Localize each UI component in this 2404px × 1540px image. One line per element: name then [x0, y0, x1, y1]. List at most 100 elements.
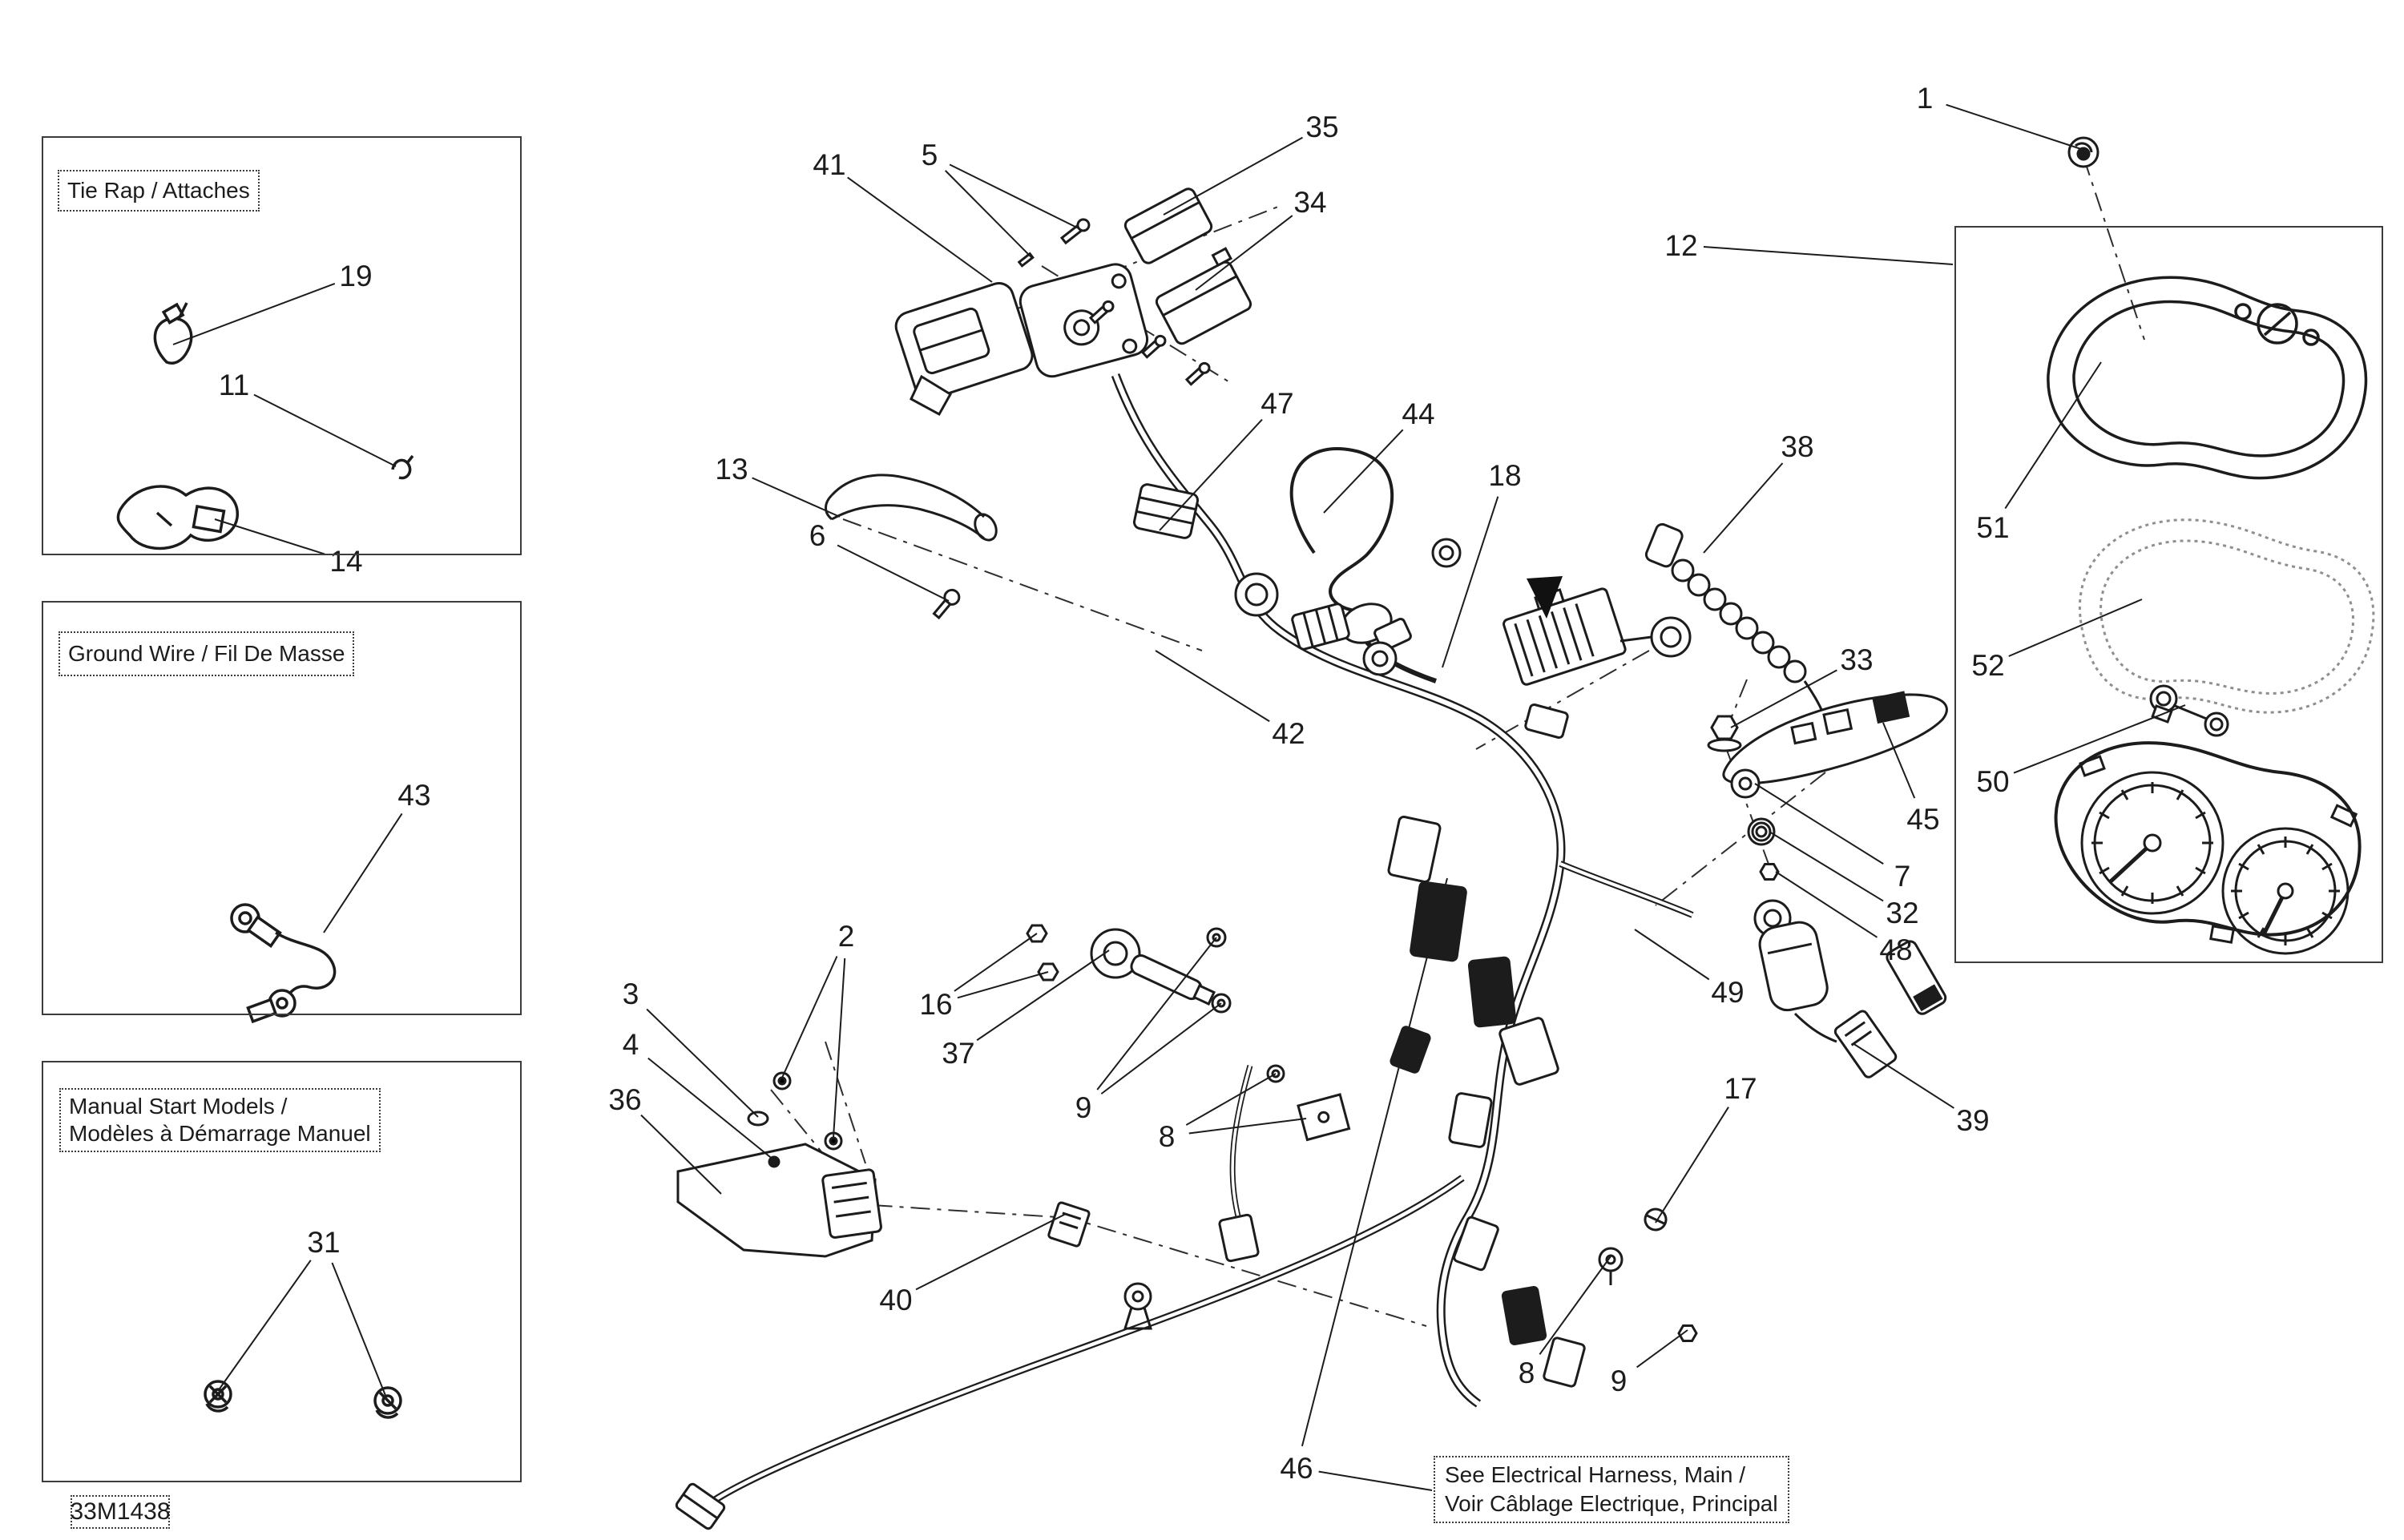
leader-line-13 [752, 477, 841, 518]
tie-rap-parts [116, 302, 414, 550]
leader-line-51 [2004, 361, 2102, 510]
leader-line-33 [1730, 669, 1837, 728]
sensor-37 [1026, 924, 1216, 1006]
leader-line-49 [1634, 929, 1710, 981]
module-36 [676, 1071, 882, 1258]
inset-box-cluster [1954, 226, 2383, 963]
switch-housing [894, 218, 1211, 620]
leader-line-5 [945, 170, 1032, 258]
callout-33: 33 [1840, 643, 1873, 676]
callout-45: 45 [1906, 803, 1939, 836]
inset-box-ground-wire [42, 601, 522, 1015]
callout-49: 49 [1711, 976, 1744, 1009]
manual-start-parts [204, 1380, 402, 1419]
leader-line-31 [217, 1260, 312, 1392]
callout-8: 8 [1519, 1357, 1535, 1389]
leader-line-4 [647, 1057, 775, 1161]
leader-line-46 [1318, 1470, 1433, 1491]
callout-38: 38 [1781, 430, 1813, 463]
callout-52: 52 [1971, 649, 2004, 682]
callout-14: 14 [329, 545, 362, 578]
leader-line-48 [1775, 871, 1878, 938]
callout-43: 43 [397, 779, 430, 812]
callout-9: 9 [1075, 1091, 1092, 1124]
leader-line-41 [847, 176, 993, 283]
tether-coil [1644, 522, 1828, 759]
leader-line-37 [976, 949, 1110, 1042]
cluster-bezel [2047, 276, 2368, 480]
leader-line-2 [781, 956, 838, 1078]
leader-line-16 [957, 971, 1049, 999]
callout-47: 47 [1260, 387, 1293, 420]
callout-6: 6 [809, 519, 826, 552]
leader-line-14 [214, 518, 325, 555]
leader-line-12 [1703, 245, 1954, 265]
leader-line-19 [172, 282, 336, 345]
inset-box-tie-rap [42, 136, 522, 555]
grip-sleeve [825, 474, 998, 542]
callout-12: 12 [1664, 229, 1697, 262]
callout-37: 37 [942, 1037, 974, 1070]
inset-title-tie-rap: Tie Rap / Attaches [58, 170, 260, 212]
leader-line-31 [331, 1262, 387, 1398]
leader-line-43 [323, 812, 403, 933]
leader-line-52 [2008, 599, 2143, 657]
speedometer-ticks [2091, 782, 2213, 904]
leader-line-35 [1163, 136, 1304, 216]
leader-line-40 [915, 1213, 1067, 1291]
leader-line-18 [1442, 496, 1499, 668]
harness-connectors-lower [675, 816, 1586, 1530]
leader-line-32 [1769, 831, 1884, 902]
callout-17: 17 [1724, 1072, 1757, 1105]
callout-7: 7 [1894, 860, 1911, 893]
leader-line-6 [837, 544, 950, 602]
cluster-bulb-sockets [2149, 684, 2229, 737]
small-fasteners-bottom [1598, 1207, 1698, 1342]
callout-4: 4 [623, 1028, 639, 1061]
leader-line-5 [949, 163, 1081, 230]
callout-44: 44 [1402, 397, 1434, 430]
leader-line-50 [2013, 704, 2186, 774]
leader-line-46 [1301, 877, 1448, 1447]
harness-connectors-mid [1132, 483, 1398, 676]
connector-covers [1123, 187, 1252, 345]
leader-line-17 [1655, 1107, 1729, 1224]
leader-line-45 [1882, 722, 1916, 799]
see-electrical-harness-note: See Electrical Harness, Main /Voir Câbla… [1434, 1456, 1789, 1523]
callout-11: 11 [219, 369, 249, 401]
callout-3: 3 [623, 978, 639, 1010]
callout-16: 16 [919, 988, 952, 1021]
callout-32: 32 [1886, 897, 1918, 929]
ground-wire-part [230, 903, 337, 1024]
gauge-bracket [1722, 691, 1948, 785]
leader-line-2 [833, 957, 846, 1139]
callout-18: 18 [1488, 459, 1521, 492]
leader-line-34 [1195, 215, 1293, 291]
cluster-gauges [2054, 741, 2362, 955]
pointer-arrow-icon [1527, 576, 1563, 619]
connector-40 [1047, 1201, 1153, 1330]
callout-42: 42 [1272, 717, 1305, 750]
leader-line-8 [1539, 1256, 1611, 1355]
leader-line-44 [1323, 429, 1404, 514]
leader-line-9 [1096, 937, 1217, 1090]
leader-line-3 [646, 1008, 759, 1118]
leader-line-9 [1100, 1002, 1222, 1095]
callout-35: 35 [1305, 111, 1338, 143]
leader-line-8 [1185, 1073, 1277, 1126]
relay-module [1502, 576, 1692, 740]
callout-1: 1 [1917, 82, 1934, 115]
leader-line-7 [1754, 783, 1884, 865]
small-fasteners-mid [1206, 927, 1351, 1142]
leader-line-11 [253, 393, 397, 467]
drawing-code: 33M1438 [70, 1495, 171, 1529]
callout-51: 51 [1976, 511, 2009, 544]
leader-line-36 [640, 1114, 722, 1195]
leader-line-16 [954, 933, 1038, 992]
callout-9: 9 [1611, 1365, 1628, 1397]
leader-line-38 [1703, 462, 1784, 554]
callout-13: 13 [715, 453, 748, 486]
